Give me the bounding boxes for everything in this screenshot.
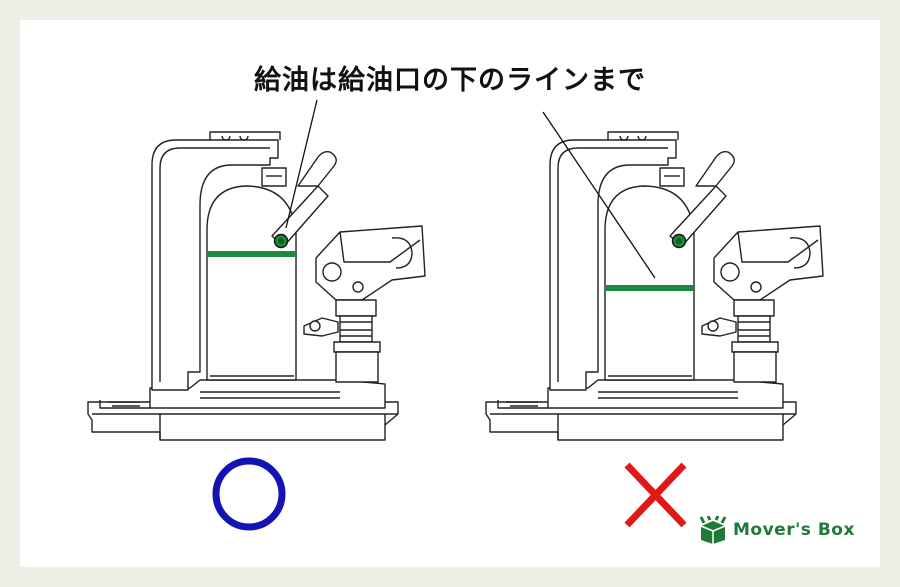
jack-incorrect [485, 131, 824, 441]
box-logo-icon [699, 516, 727, 544]
brand-name: Mover's Box [733, 520, 855, 540]
leader-line-right [542, 111, 656, 279]
brand-logo: Mover's Box [698, 516, 855, 544]
oil-line-incorrect [605, 285, 694, 291]
cross-icon [624, 462, 687, 528]
circle-icon [212, 457, 286, 531]
leader-line-left [285, 99, 318, 229]
oil-line-correct [207, 251, 296, 257]
jack-correct [87, 131, 426, 441]
instruction-title: 給油は給油口の下のラインまで [254, 65, 646, 96]
